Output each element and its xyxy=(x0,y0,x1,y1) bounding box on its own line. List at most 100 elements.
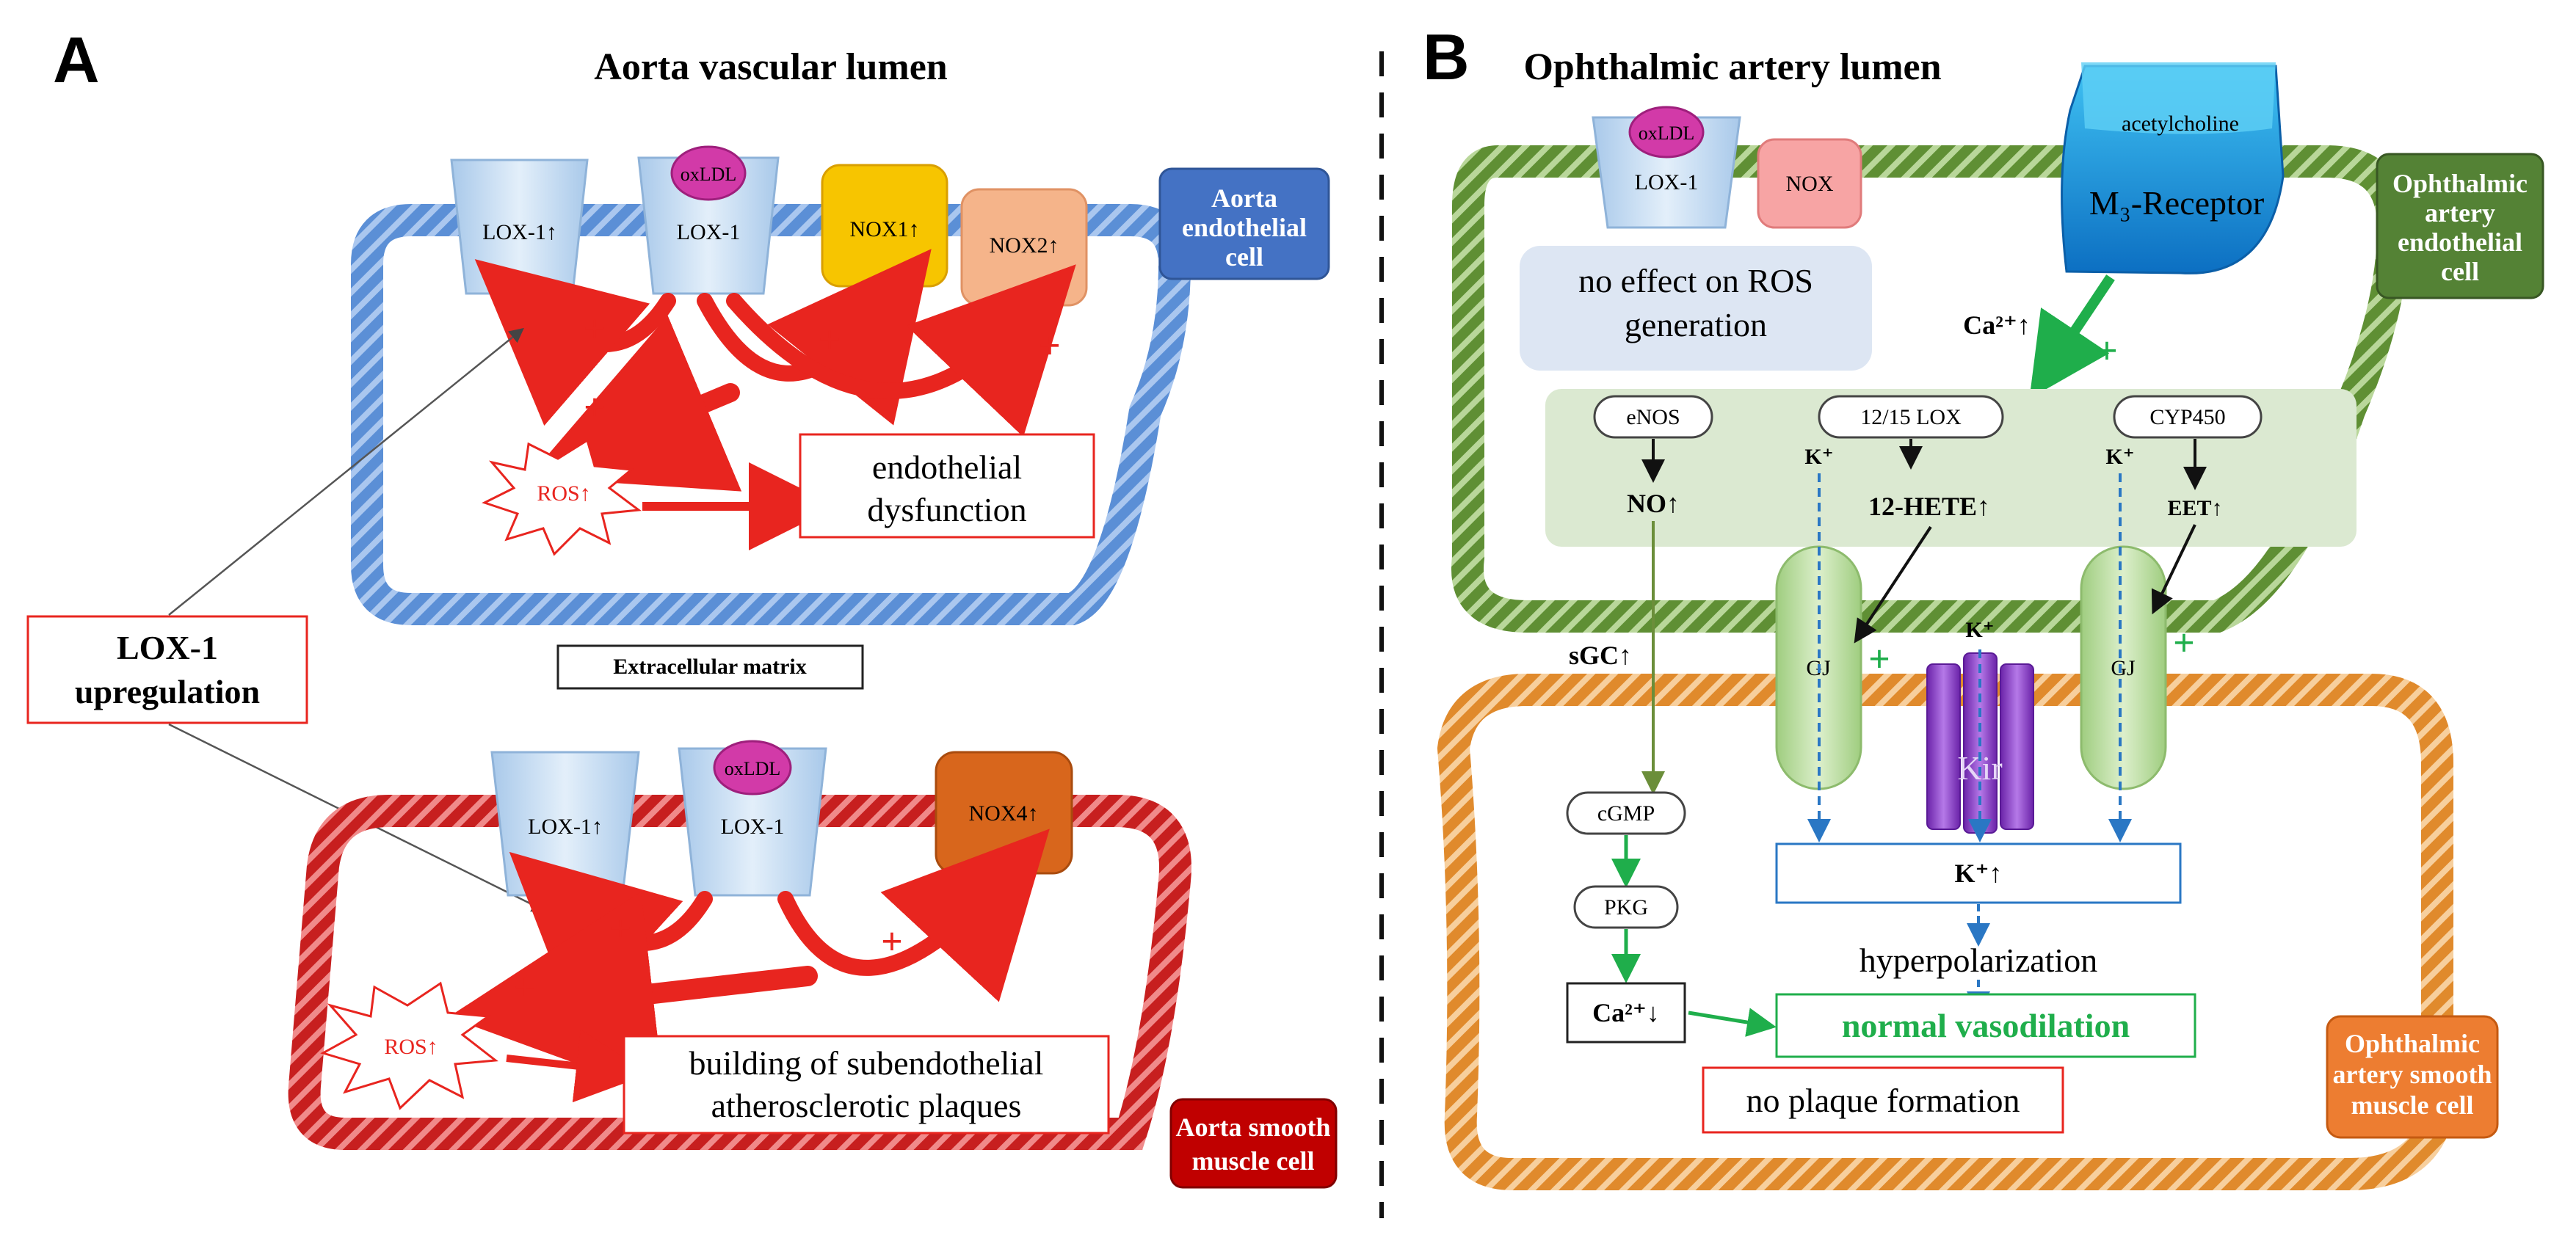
m3-receptor: acetylcholine M₃-Receptor xyxy=(2061,62,2285,274)
oph-endo-label-3: endothelial xyxy=(2398,227,2522,257)
aorta-endothelial-label-3: cell xyxy=(1225,242,1263,272)
aorta-smooth-muscle-badge: Aorta smooth muscle cell xyxy=(1169,1098,1338,1189)
panel-b-title: Ophthalmic artery lumen xyxy=(1523,46,1941,88)
pkg-pill: PKG xyxy=(1573,885,1679,929)
panel-a-letter: A xyxy=(53,23,100,96)
plus-sign-top-1: + xyxy=(584,308,606,350)
lox1215-pill: 12/15 LOX xyxy=(1818,395,2004,439)
lox1-upregulation-box: LOX-1 upregulation xyxy=(26,615,308,724)
nox2-enzyme: NOX2↑ xyxy=(960,188,1088,307)
plus-sign-bottom-1: + xyxy=(609,908,631,950)
no-plaque-label: no plaque formation xyxy=(1746,1082,2020,1119)
normal-vasodilation-label: normal vasodilation xyxy=(1842,1007,2130,1044)
k-up-box: K⁺↑ xyxy=(1775,842,2182,904)
aorta-smooth-muscle-membrane xyxy=(288,795,1191,1150)
aorta-endothelial-label-1: Aorta xyxy=(1211,183,1277,213)
oph-endo-label-1: Ophthalmic xyxy=(2392,169,2528,198)
oxldl-label-bottom: oxLDL xyxy=(725,758,781,779)
lox1-upregulation-line1: LOX-1 xyxy=(117,629,218,666)
no-plaque-box: no plaque formation xyxy=(1702,1066,2064,1134)
lox1-up-label-bottom: LOX-1↑ xyxy=(528,815,603,839)
extracellular-matrix-label: Extracellular matrix xyxy=(613,655,807,679)
ca-up-label: Ca²⁺↑ xyxy=(1963,310,2031,340)
lox1-up-label-top: LOX-1↑ xyxy=(482,220,557,244)
no-effect-box: no effect on ROS generation xyxy=(1520,246,1872,371)
top-red-arcs xyxy=(474,249,1076,492)
hyperpolarization-label: hyperpolarization xyxy=(1860,942,2097,979)
oph-smooth-label-2: artery smooth xyxy=(2333,1060,2492,1089)
hete-label: 12-HETE↑ xyxy=(1868,492,1990,521)
plus-sign-top-4: + xyxy=(584,387,606,429)
aorta-smooth-label-2: muscle cell xyxy=(1192,1146,1315,1176)
oxldl-particle-bottom xyxy=(713,740,792,795)
panel-b-lox1-label: LOX-1 xyxy=(1635,170,1699,194)
k-plus-label-kir: K⁺ xyxy=(1965,618,1994,642)
lox1-receptor-bottom: oxLDL LOX-1 xyxy=(678,740,827,897)
bottom-red-arcs xyxy=(448,829,1050,1096)
lox1-label-bottom: LOX-1 xyxy=(721,815,785,839)
panel-b-letter: B xyxy=(1423,21,1470,93)
extracellular-matrix-box: Extracellular matrix xyxy=(556,644,864,690)
nox1-label: NOX1↑ xyxy=(850,217,920,241)
k-plus-label-1: K⁺ xyxy=(1804,445,1833,469)
hete-to-gj-arrow xyxy=(1854,525,1932,644)
ros-label-bottom: ROS↑ xyxy=(384,1035,438,1059)
oxldl-label-top: oxLDL xyxy=(681,164,737,185)
lox1-upregulation-line2: upregulation xyxy=(75,673,260,710)
ophthalmic-smooth-muscle-badge: Ophthalmic artery smooth muscle cell xyxy=(2326,1015,2499,1139)
ros-burst-bottom: ROS↑ xyxy=(320,981,498,1110)
ophthalmic-smooth-muscle-membrane xyxy=(1437,674,2453,1190)
cyp450-label: CYP450 xyxy=(2149,405,2225,429)
lox1-receptor-top: oxLDL LOX-1 xyxy=(637,145,780,295)
ros-label-top: ROS↑ xyxy=(537,481,590,506)
ca-down-box: Ca²⁺↓ xyxy=(1566,982,1686,1044)
m3-receptor-label: M₃-Receptor xyxy=(2089,184,2264,222)
plus-sign-top-3: + xyxy=(1039,325,1061,367)
oph-smooth-label-1: Ophthalmic xyxy=(2345,1029,2480,1058)
acetylcholine-label: acetylcholine xyxy=(2122,112,2239,136)
k-up-label: K⁺↑ xyxy=(1954,859,2002,888)
lox1-up-receptor-bottom: LOX-1↑ xyxy=(490,751,640,897)
plaques-line1: building of subendothelial xyxy=(689,1044,1044,1082)
panel-a-title: Aorta vascular lumen xyxy=(594,46,948,88)
aorta-endothelial-label-2: endothelial xyxy=(1182,213,1307,242)
oxldl-particle-top xyxy=(670,145,747,201)
oph-smooth-label-3: muscle cell xyxy=(2351,1090,2474,1120)
panel-b-lox1-receptor: oxLDL LOX-1 xyxy=(1592,106,1741,229)
plus-sign-top-2: + xyxy=(819,319,841,361)
panel-b-nox-label: NOX xyxy=(1786,172,1834,196)
eet-label: EET↑ xyxy=(2167,496,2222,520)
oph-endo-label-2: artery xyxy=(2425,198,2495,227)
panel-b-oxldl-label: oxLDL xyxy=(1639,123,1695,144)
cyp450-pill: CYP450 xyxy=(2113,395,2263,439)
k-plus-label-2: K⁺ xyxy=(2105,445,2134,469)
k-flux-arrows xyxy=(1807,473,2132,842)
pkg-label: PKG xyxy=(1604,895,1648,920)
panel-b-nox-enzyme: NOX xyxy=(1757,138,1862,229)
oph-endo-label-4: cell xyxy=(2441,257,2479,286)
plus-sign-gj-right: + xyxy=(2173,622,2195,664)
plus-sign-gj-left: + xyxy=(1868,638,1890,680)
no-effect-line2: generation xyxy=(1625,306,1767,343)
nox4-enzyme: NOX4↑ xyxy=(935,751,1073,875)
upregulation-arrow-top xyxy=(168,327,524,616)
ca-down-label: Ca²⁺↓ xyxy=(1592,998,1660,1027)
endothelial-dysfunction-box: endothelial dysfunction xyxy=(799,433,1095,539)
no-up-label: NO↑ xyxy=(1627,489,1680,518)
nox2-label: NOX2↑ xyxy=(990,233,1059,258)
m3-to-cell-arrow xyxy=(2029,274,2115,399)
ros-burst-top: ROS↑ xyxy=(482,438,642,556)
plaques-box: building of subendothelial atherosclerot… xyxy=(623,1035,1110,1135)
nox1-enzyme: NOX1↑ xyxy=(821,164,948,288)
plus-sign-m3: + xyxy=(2096,330,2118,372)
panel-b-oxldl-particle xyxy=(1628,106,1705,159)
plus-sign-bottom-2: + xyxy=(881,921,903,963)
plus-sign-bottom-3: + xyxy=(514,966,536,1008)
no-effect-line1: no effect on ROS xyxy=(1578,262,1813,299)
aorta-endothelial-cell-badge: Aorta endothelial cell xyxy=(1158,167,1330,280)
lox1215-label: 12/15 LOX xyxy=(1860,405,1962,429)
enos-pill: eNOS xyxy=(1593,395,1713,439)
enos-label: eNOS xyxy=(1626,405,1680,429)
plaques-line2: atherosclerotic plaques xyxy=(711,1087,1022,1124)
